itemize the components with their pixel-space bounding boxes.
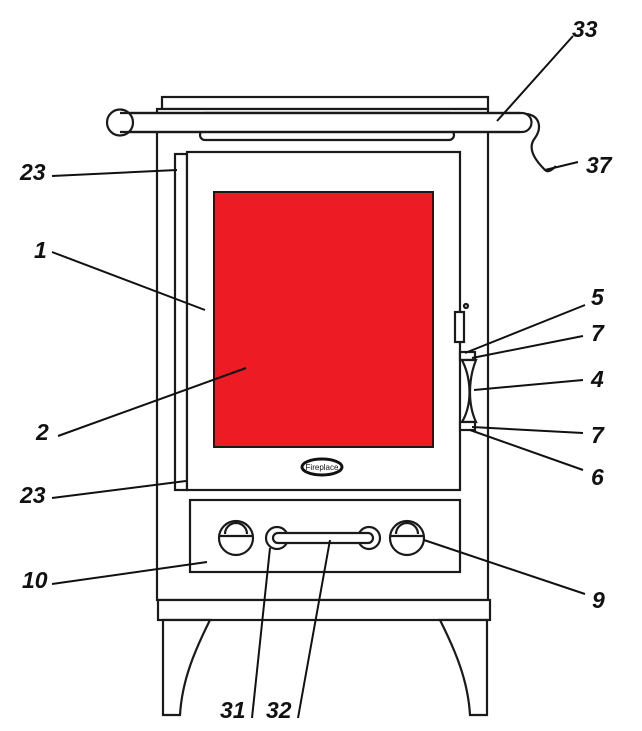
label-2-glass: 2 bbox=[35, 419, 49, 445]
label-32-ashpan-handle: 32 bbox=[266, 697, 292, 723]
label-37-hook: 37 bbox=[586, 152, 613, 178]
label-1-door: 1 bbox=[34, 237, 47, 263]
label-7-washer-bottom: 7 bbox=[591, 422, 605, 448]
label-6-handle-bottom: 6 bbox=[591, 464, 604, 490]
hinge-bar bbox=[173, 152, 189, 492]
base bbox=[156, 598, 492, 622]
left-leg bbox=[161, 618, 212, 717]
towel-rail bbox=[105, 108, 533, 137]
label-33-rail: 33 bbox=[572, 16, 598, 42]
door-glass bbox=[213, 191, 434, 448]
label-4-handle: 4 bbox=[590, 366, 604, 392]
label-23-hinge-top: 23 bbox=[19, 159, 46, 185]
svg-text:Fireplace: Fireplace bbox=[306, 463, 339, 472]
air-control-right[interactable] bbox=[388, 519, 426, 557]
door-handle[interactable] bbox=[453, 302, 478, 432]
leader-lines bbox=[51, 35, 586, 719]
hook bbox=[526, 112, 557, 173]
right-leg bbox=[438, 618, 489, 717]
label-31-ashpan-knob: 31 bbox=[220, 697, 246, 723]
label-5-latch: 5 bbox=[591, 284, 605, 310]
top-plate bbox=[160, 95, 490, 111]
brand-logo: Fireplace bbox=[300, 457, 344, 477]
label-7-washer-top: 7 bbox=[591, 320, 605, 346]
label-23-hinge-bottom: 23 bbox=[19, 482, 46, 508]
label-10-ash-panel: 10 bbox=[22, 567, 48, 593]
ashpan-handle[interactable] bbox=[264, 525, 382, 551]
air-control-left[interactable] bbox=[217, 519, 255, 557]
label-9-air-control: 9 bbox=[592, 587, 605, 613]
